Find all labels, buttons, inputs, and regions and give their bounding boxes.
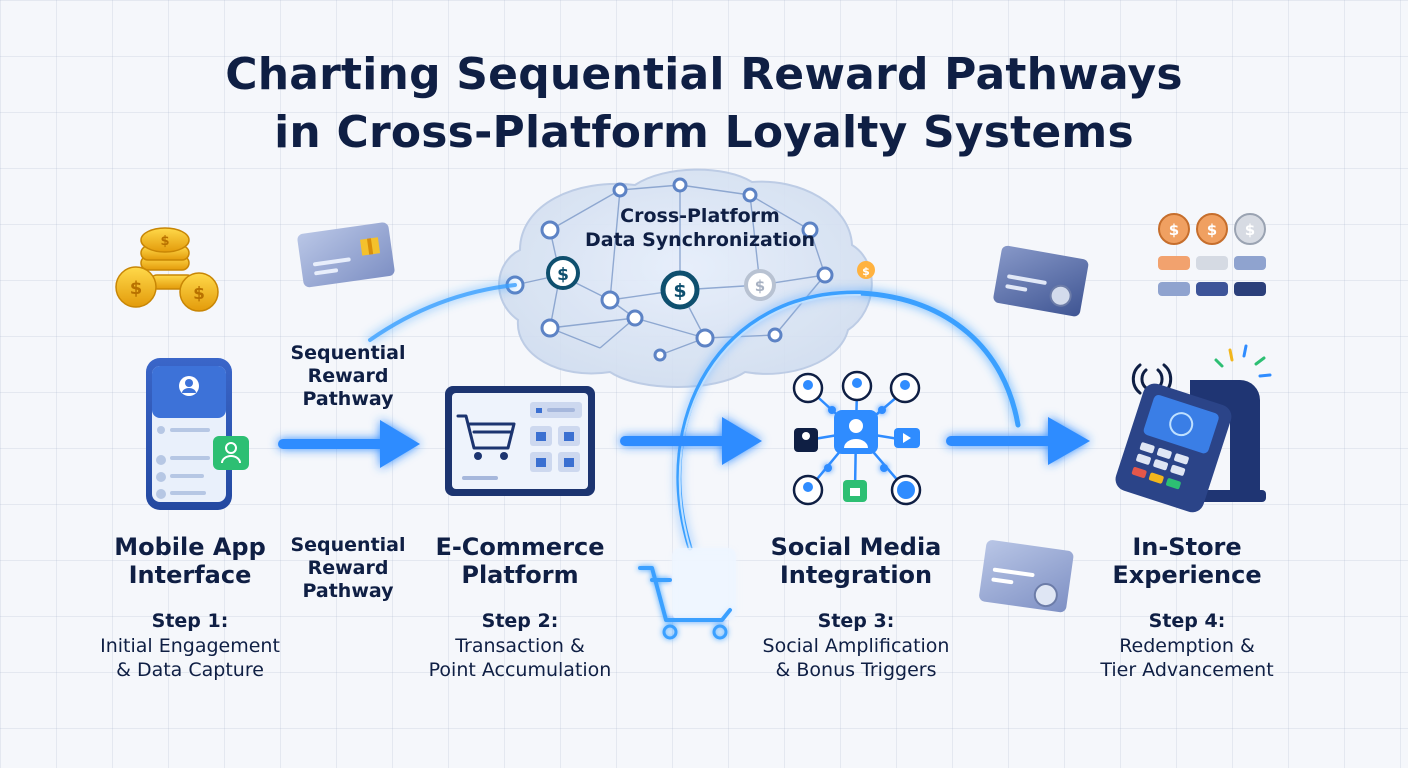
diagram-title: Charting Sequential Reward Pathways in C…	[0, 46, 1408, 162]
social-network-icon	[792, 370, 922, 506]
pathway-label-line: Pathway	[302, 580, 394, 602]
title-line-1: Charting Sequential Reward Pathways	[225, 49, 1183, 100]
stage-1-name-line-2: Interface	[128, 561, 252, 589]
sparkle-icon	[1214, 344, 1272, 378]
hub-label-line-2: Data Synchronization	[584, 229, 815, 251]
flow-arrow-1	[278, 420, 420, 468]
stage-1-name-line-1: Mobile App	[114, 533, 266, 561]
hub-coin-symbol: $	[862, 265, 870, 278]
stage-2-step: Step 2:	[481, 610, 559, 632]
stage-4-name: In-Store Experience	[1067, 533, 1307, 589]
pathway-label-line: Reward	[307, 365, 389, 387]
stage-2-desc-line-2: Point Accumulation	[428, 659, 612, 681]
glowing-cart-icon	[638, 548, 736, 640]
stage-1-desc-line-1: Initial Engagement	[100, 635, 280, 657]
title-line-2: in Cross-Platform Loyalty Systems	[274, 107, 1134, 158]
membership-card-icon	[993, 245, 1089, 317]
stage-4-name-line-2: Experience	[1112, 561, 1262, 589]
coin-symbol: $	[193, 284, 205, 304]
stage-4-description: Redemption & Tier Advancement	[1047, 634, 1327, 682]
data-hub-brain-icon: $ $ $ $	[498, 168, 875, 388]
stage-3-name: Social Media Integration	[736, 533, 976, 589]
stage-3-desc-line-2: & Bonus Triggers	[775, 659, 937, 681]
stage-3-desc-line-1: Social Amplification	[762, 635, 950, 657]
tier-coins-icon: $ $ $	[1158, 213, 1266, 296]
gift-card-icon	[297, 222, 395, 288]
pathway-label-line: Reward	[307, 557, 389, 579]
hub-coin-symbol: $	[673, 280, 686, 302]
coin-stack-icon: $ $ $	[115, 227, 219, 312]
stage-3-name-line-1: Social Media	[770, 533, 942, 561]
pos-terminal-icon	[1115, 344, 1272, 513]
stage-2-name: E-Commerce Platform	[400, 533, 640, 589]
stage-1-step: Step 1:	[151, 610, 229, 632]
tier-coin-symbol: $	[1245, 221, 1255, 239]
stage-3-step: Step 3:	[817, 610, 895, 632]
stage-3-name-line-2: Integration	[779, 561, 933, 589]
pathway-label-lower: Sequential Reward Pathway	[273, 534, 423, 603]
flow-arrows	[278, 417, 1090, 468]
stage-1-name: Mobile App Interface	[70, 533, 310, 589]
coin-symbol: $	[160, 234, 169, 249]
coin-symbol: $	[130, 278, 143, 299]
stage-1-desc-line-2: & Data Capture	[116, 659, 264, 681]
stage-4-desc-line-1: Redemption &	[1119, 635, 1255, 657]
stage-2-name-line-1: E-Commerce	[435, 533, 605, 561]
stage-2-name-line-2: Platform	[461, 561, 579, 589]
tier-coin-symbol: $	[1207, 221, 1217, 239]
flow-arrow-2	[620, 417, 762, 465]
stage-2-desc-line-1: Transaction &	[455, 635, 585, 657]
stage-2-description: Transaction & Point Accumulation	[380, 634, 660, 682]
smartphone-icon	[146, 358, 249, 510]
hub-label-line-1: Cross-Platform	[620, 205, 780, 227]
stage-3-description: Social Amplification & Bonus Triggers	[716, 634, 996, 682]
hub-coin-symbol: $	[755, 277, 765, 295]
stage-4-desc-line-2: Tier Advancement	[1100, 659, 1274, 681]
pathway-label-line: Sequential	[290, 342, 406, 364]
hub-coin-symbol: $	[557, 265, 569, 285]
stage-4-name-line-1: In-Store	[1132, 533, 1242, 561]
hub-label: Cross-Platform Data Synchronization	[550, 204, 850, 252]
stage-1-description: Initial Engagement & Data Capture	[50, 634, 330, 682]
stage-4-step: Step 4:	[1148, 610, 1226, 632]
shopping-cart-screen-icon	[445, 386, 595, 496]
pathway-label-upper: Sequential Reward Pathway	[273, 342, 423, 411]
tier-coin-symbol: $	[1169, 221, 1179, 239]
pathway-label-line: Pathway	[302, 388, 394, 410]
pathway-label-line: Sequential	[290, 534, 406, 556]
hub-coin-nodes: $ $ $ $	[546, 256, 875, 310]
flow-arrow-3	[946, 417, 1090, 465]
loyalty-card-icon	[979, 540, 1074, 613]
